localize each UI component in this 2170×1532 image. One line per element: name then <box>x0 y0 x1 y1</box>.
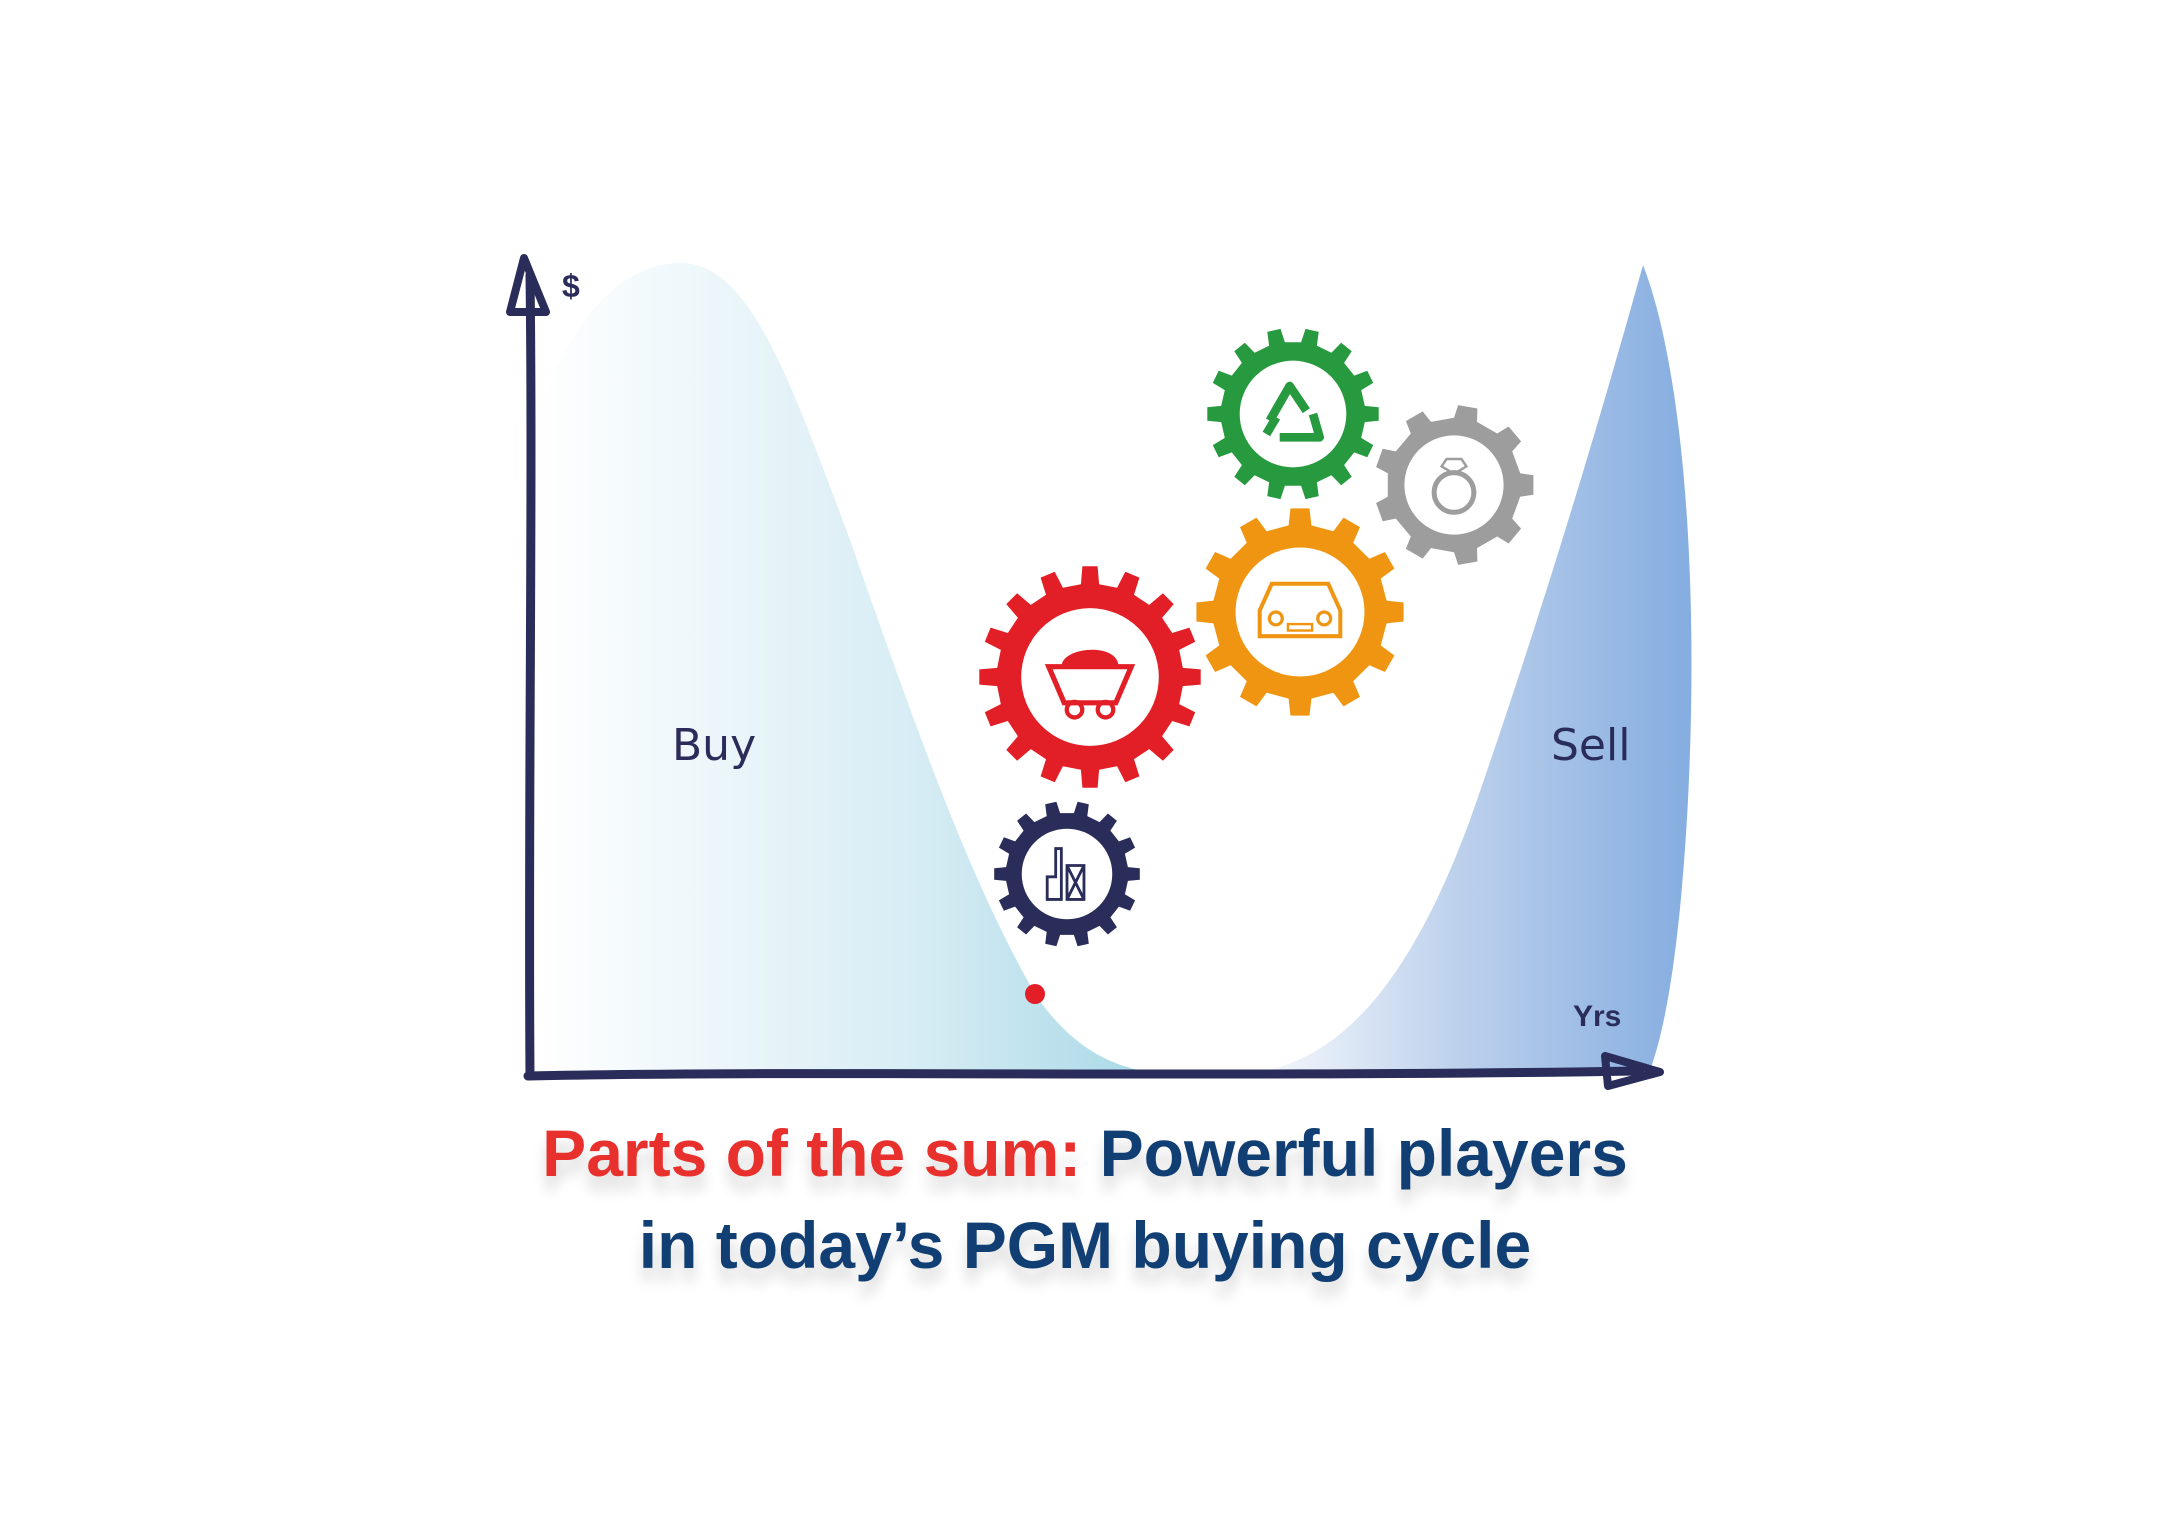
recycle-icon <box>1262 381 1324 442</box>
title-line-2: in today’s PGM buying cycle <box>638 1208 1532 1282</box>
sell-curve-area <box>1230 265 1692 1074</box>
gear-jewellery <box>1376 405 1534 565</box>
gear-mining <box>979 566 1201 788</box>
title-line-1: Parts of the sum: Powerful players <box>0 1115 2170 1191</box>
gear-automotive <box>1196 508 1404 716</box>
gear-industrial <box>994 801 1140 947</box>
gear-recycling <box>1207 328 1379 500</box>
x-axis-label: Yrs <box>1573 1000 1622 1033</box>
y-axis-label: $ <box>562 268 580 304</box>
y-axis-arrow-icon <box>506 254 550 316</box>
gear-jewellery-center <box>1404 435 1504 535</box>
mine-cart-icon <box>1044 649 1136 720</box>
y-axis <box>525 270 536 1081</box>
x-axis-arrow-icon <box>1601 1052 1664 1090</box>
sell-label: Sell <box>1551 720 1631 771</box>
car-icon <box>1257 581 1343 639</box>
current-position-marker <box>1025 984 1045 1004</box>
gear-recycling-center <box>1239 360 1347 468</box>
x-axis <box>523 1066 1645 1081</box>
buy-label: Buy <box>672 720 757 771</box>
gear-mining-center <box>1021 608 1159 746</box>
title-highlight: Parts of the sum: <box>542 1116 1082 1190</box>
title-line-1-rest: Powerful players <box>1099 1116 1628 1190</box>
factory-icon <box>1045 847 1086 901</box>
ring-icon <box>1431 457 1477 515</box>
buy-curve-area <box>535 263 1180 1074</box>
gear-automotive-center <box>1235 547 1365 677</box>
